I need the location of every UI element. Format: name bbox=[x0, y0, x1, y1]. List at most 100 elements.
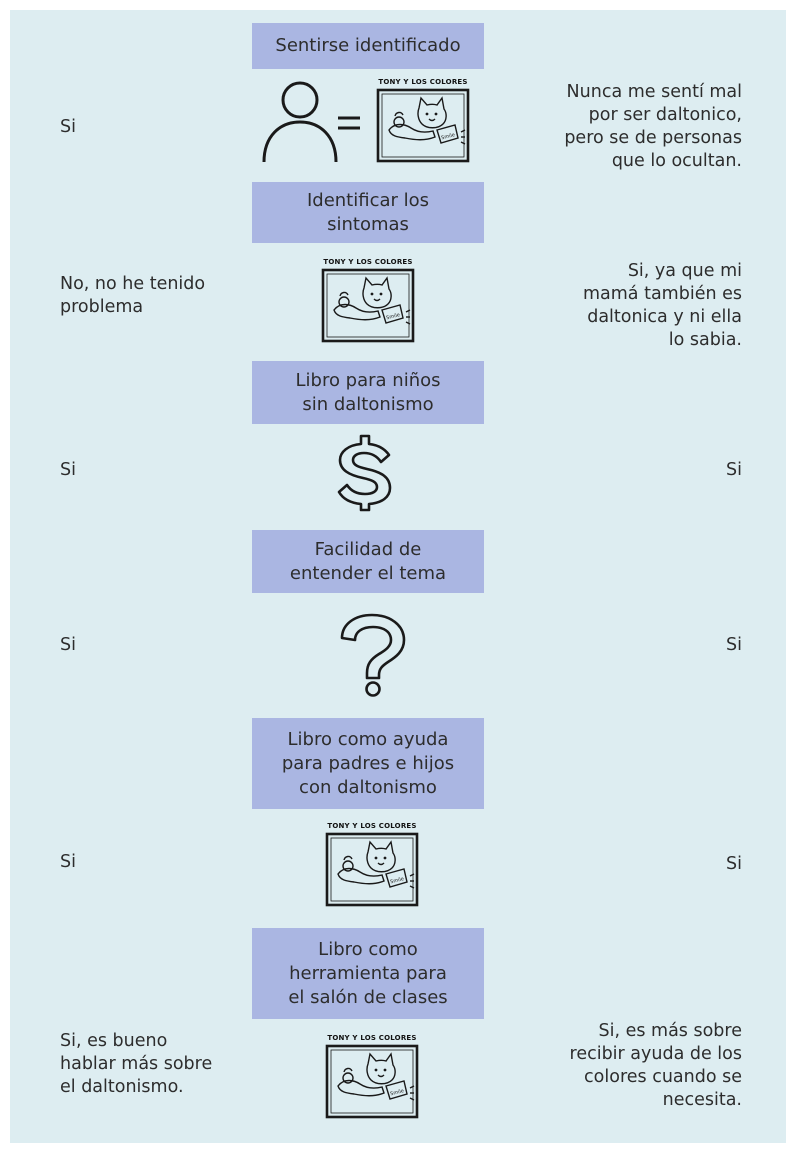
text-line: Sentirse identificado bbox=[275, 35, 461, 56]
text-line: pero se de personas bbox=[564, 128, 742, 148]
text-line: Identificar los bbox=[306, 189, 430, 211]
cat-head bbox=[366, 840, 396, 873]
cat-eye bbox=[370, 292, 374, 296]
book-title: TONY Y LOS COLORES bbox=[323, 258, 413, 266]
person-head bbox=[393, 116, 405, 128]
sign-text: Smile bbox=[441, 132, 456, 141]
text-line: con daltonismo bbox=[299, 776, 437, 798]
cat-mouth bbox=[377, 1074, 385, 1078]
text-line: para padres e hijos bbox=[281, 752, 455, 774]
book-inner-frame bbox=[326, 273, 410, 338]
cat-eye bbox=[383, 856, 387, 860]
right-answer-row-4: Si bbox=[726, 634, 742, 657]
text-line: problema bbox=[60, 297, 144, 317]
book-cover-icon: TONY Y LOS COLORES Smile bbox=[324, 822, 420, 908]
sign-text: Smile bbox=[390, 876, 405, 885]
text-line: sintomas bbox=[327, 213, 409, 235]
cat-eye bbox=[379, 292, 383, 296]
text-line: Si bbox=[60, 852, 76, 872]
text-line: el salón de clases bbox=[288, 986, 448, 1008]
text-line: colores cuando se bbox=[584, 1067, 742, 1087]
text-line: mamá también es bbox=[582, 284, 742, 304]
cat-mouth bbox=[377, 862, 385, 866]
sign-board bbox=[436, 124, 459, 144]
motion-line bbox=[409, 885, 415, 889]
person-hair bbox=[343, 1067, 353, 1073]
sign-text: Smile bbox=[386, 312, 401, 321]
cat-head bbox=[362, 276, 392, 309]
motion-line bbox=[409, 873, 415, 877]
text-line: No, no he tenido bbox=[60, 274, 206, 294]
text-line: Si bbox=[726, 854, 742, 874]
cat-mouth bbox=[428, 118, 436, 122]
book-frame bbox=[325, 1044, 419, 1119]
person-head bbox=[342, 860, 354, 872]
book-cover-icon: TONY Y LOS COLORES Smile bbox=[375, 78, 471, 164]
person-hair bbox=[394, 111, 404, 117]
right-answer-row-3: Si bbox=[726, 459, 742, 482]
person-body bbox=[337, 1079, 385, 1097]
person-body bbox=[337, 867, 385, 885]
book-frame bbox=[376, 88, 470, 163]
text-line: recibir ayuda de los bbox=[569, 1044, 742, 1064]
sign-board bbox=[385, 868, 408, 888]
text-line: daltonica y ni ella bbox=[587, 307, 742, 327]
left-answer-row-1: Si bbox=[60, 116, 76, 139]
text-line: Nunca me sentí mal bbox=[566, 82, 742, 102]
person-head bbox=[338, 296, 350, 308]
book-cover-icon: TONY Y LOS COLORES Smile bbox=[324, 1034, 420, 1120]
sign-board bbox=[381, 304, 404, 324]
cat-eye bbox=[374, 1068, 378, 1072]
text-line: que lo ocultan. bbox=[611, 151, 742, 171]
left-answer-row-3: Si bbox=[60, 459, 76, 482]
cat-eye bbox=[383, 1068, 387, 1072]
book-cover-icon: TONY Y LOS COLORES Smile bbox=[320, 258, 416, 344]
motion-line bbox=[409, 1085, 415, 1089]
text-line: sin daltonismo bbox=[302, 393, 434, 415]
book-title: TONY Y LOS COLORES bbox=[327, 1034, 417, 1042]
person-hair bbox=[339, 291, 349, 297]
cat-head bbox=[417, 96, 447, 129]
text-line: lo sabia. bbox=[668, 330, 742, 350]
equals-icon bbox=[336, 115, 362, 131]
sign-board bbox=[385, 1080, 408, 1100]
book-inner-frame bbox=[330, 837, 414, 902]
cat-eye bbox=[434, 112, 438, 116]
text-line: hablar más sobre bbox=[60, 1054, 213, 1074]
motion-line bbox=[460, 129, 466, 133]
right-answer-row-5: Si bbox=[726, 853, 742, 876]
book-title: TONY Y LOS COLORES bbox=[378, 78, 468, 86]
person-icon bbox=[260, 78, 342, 166]
person-hair bbox=[343, 855, 353, 861]
text-line: Si, es bueno bbox=[60, 1031, 168, 1051]
text-line: Si bbox=[726, 635, 742, 655]
motion-line bbox=[405, 309, 411, 313]
text-line: herramienta para bbox=[289, 962, 447, 984]
text-line: Si bbox=[60, 460, 76, 480]
motion-line bbox=[460, 141, 466, 145]
text-line: Facilidad de bbox=[314, 538, 422, 560]
cat-eye bbox=[425, 112, 429, 116]
text-line: Libro como ayuda bbox=[287, 728, 449, 750]
book-frame bbox=[325, 832, 419, 907]
book-frame bbox=[321, 268, 415, 343]
person-body bbox=[333, 303, 381, 321]
cat-head bbox=[366, 1052, 396, 1085]
label-sentirse-identificado: Sentirse identificado bbox=[252, 23, 484, 69]
text-line: necesita. bbox=[662, 1090, 742, 1110]
motion-line bbox=[409, 1097, 415, 1101]
person-head bbox=[342, 1072, 354, 1084]
text-line: Libro para niños bbox=[295, 369, 441, 391]
book-inner-frame bbox=[330, 1049, 414, 1114]
text-line: Si bbox=[60, 117, 76, 137]
left-answer-row-2: No, no he tenido problema bbox=[60, 273, 205, 319]
person-body bbox=[388, 123, 436, 141]
question-mark-icon bbox=[338, 612, 408, 698]
